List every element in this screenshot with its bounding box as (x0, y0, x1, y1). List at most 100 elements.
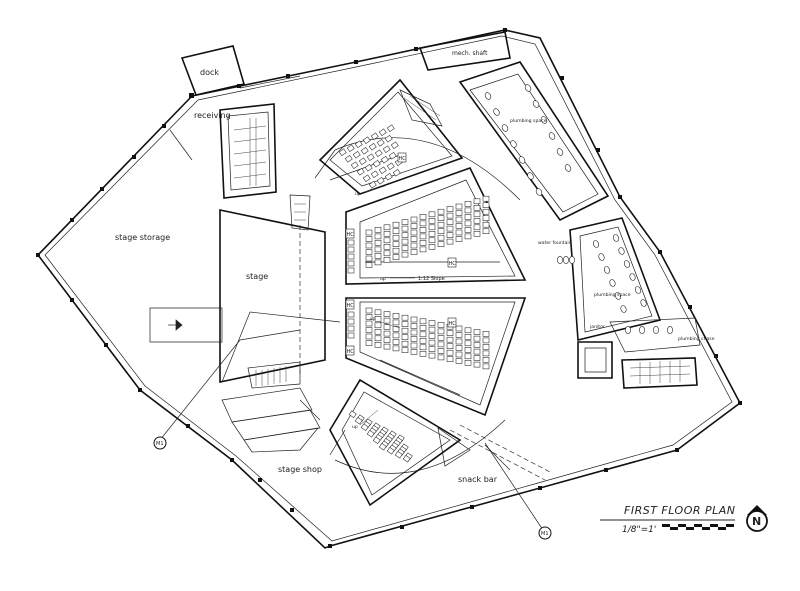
seat (419, 240, 427, 246)
seat (390, 141, 399, 150)
seat (401, 334, 409, 340)
seat (473, 224, 481, 231)
seat (386, 124, 395, 133)
seat (401, 251, 409, 258)
toilet-fixture (557, 256, 563, 264)
seat (383, 250, 391, 257)
seat (419, 318, 427, 325)
toilet-fixture (603, 266, 611, 274)
up-markers: up up up up (352, 185, 415, 430)
seat (344, 154, 353, 163)
seat (362, 136, 371, 145)
exterior-walls (36, 29, 742, 549)
seat (455, 229, 463, 236)
seat (347, 246, 355, 253)
seat (392, 326, 400, 332)
seat (383, 244, 391, 250)
seat (382, 145, 391, 154)
seat (419, 338, 427, 344)
section-line-left (153, 329, 301, 450)
seat (482, 195, 490, 202)
seat (428, 339, 436, 346)
seat (419, 214, 427, 220)
seat (482, 363, 490, 370)
seat (392, 228, 400, 234)
seat (392, 247, 400, 254)
seat (410, 242, 418, 249)
seat (428, 211, 436, 218)
toilet-fixture (564, 164, 572, 172)
seat (446, 206, 454, 212)
seat (482, 221, 490, 228)
seat (446, 330, 454, 336)
seat (354, 416, 363, 425)
seat (374, 322, 382, 329)
seat (482, 331, 490, 337)
seat (464, 334, 472, 340)
seat (482, 215, 490, 221)
drawing-title: FIRST FLOOR PLAN (624, 504, 736, 517)
scale-bar (662, 524, 734, 530)
seat (482, 357, 490, 363)
seat (446, 343, 454, 349)
seat (383, 237, 391, 244)
seat (437, 221, 445, 228)
toilet-fixture (556, 148, 564, 156)
label-water-fountain: water fountain (538, 240, 572, 246)
toilet-fixture (640, 299, 647, 307)
seat (446, 349, 454, 356)
toilet-fixture (532, 100, 540, 108)
seat (437, 341, 445, 348)
seat (437, 208, 445, 215)
seat (376, 138, 385, 147)
seat (365, 255, 373, 262)
seat (364, 163, 373, 172)
label-snack-bar: snack bar (458, 475, 498, 484)
seat (383, 317, 391, 324)
seat (365, 236, 373, 242)
seat (455, 236, 463, 242)
seat (374, 246, 382, 253)
dock-area (169, 45, 301, 161)
restroom-fixtures-top (484, 84, 572, 196)
seat (383, 311, 391, 317)
seat (383, 343, 391, 350)
seat (380, 155, 389, 164)
label-dock: dock (200, 68, 219, 77)
seat (455, 358, 463, 364)
seat (374, 309, 382, 316)
seat (437, 322, 445, 328)
seat (473, 335, 481, 342)
toilet-fixture (548, 132, 556, 140)
hc-labels: HC HC HC HC HC HC (345, 152, 457, 356)
seat (464, 233, 472, 240)
label-plumbing-space-right: plumbing space (594, 292, 631, 298)
seat (464, 353, 472, 360)
seat (388, 151, 397, 160)
seat (473, 198, 481, 205)
seat (419, 227, 427, 233)
seat (401, 321, 409, 327)
seat (378, 128, 387, 137)
seats-bottom (348, 410, 413, 463)
seat (464, 347, 472, 353)
seat (383, 337, 391, 343)
seat (365, 249, 373, 255)
seat (392, 254, 400, 260)
seat (428, 224, 436, 231)
seat (362, 174, 371, 183)
toilet-fixture (493, 108, 500, 116)
toilet-fixture (540, 116, 548, 124)
seat (383, 330, 391, 337)
toilet-fixture (510, 140, 517, 148)
seat (419, 331, 427, 338)
seat (374, 335, 382, 342)
seat (455, 332, 463, 338)
hc-label: HC (347, 303, 355, 309)
seat (419, 246, 427, 253)
seat (365, 242, 373, 249)
seating-wedge-bottom (329, 378, 471, 507)
seat (446, 219, 454, 225)
seat (419, 220, 427, 227)
seat (365, 314, 373, 320)
